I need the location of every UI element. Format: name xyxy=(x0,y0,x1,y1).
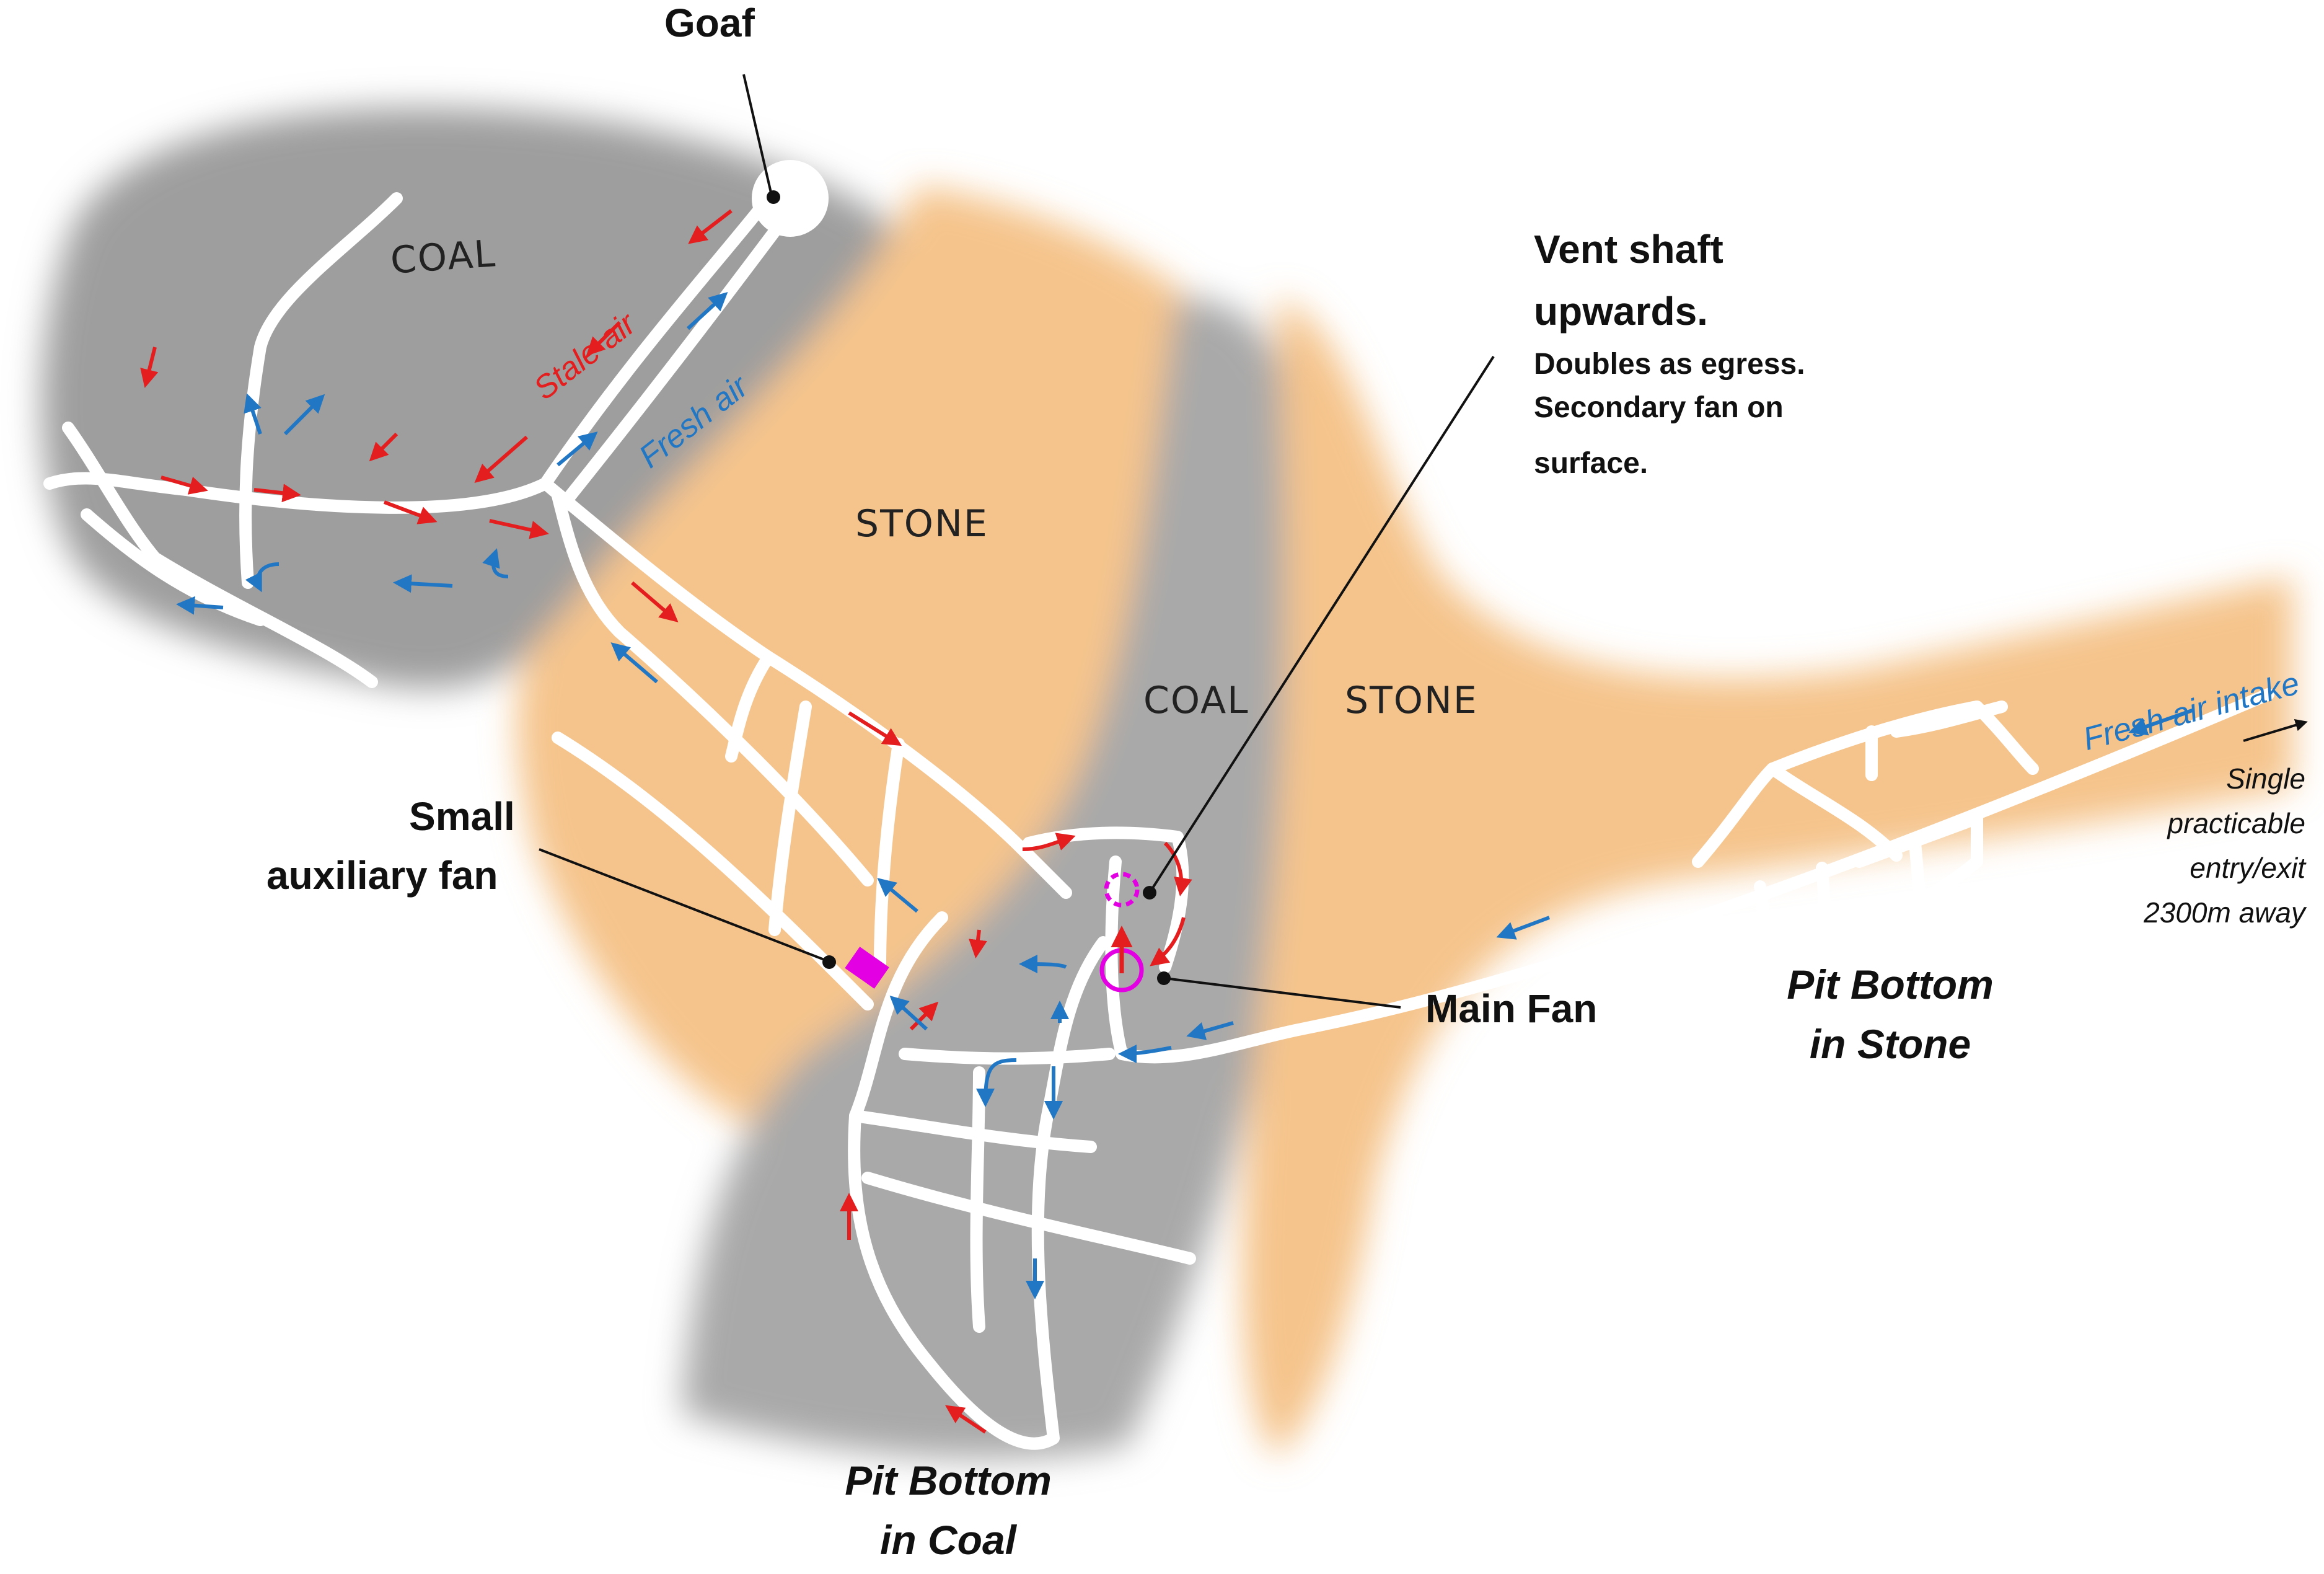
auxiliary-fan-icon xyxy=(845,947,889,989)
vent-dot xyxy=(1143,886,1156,900)
stale-arrow xyxy=(848,711,902,746)
stale-arrow xyxy=(909,1001,939,1031)
main-fan-dot xyxy=(1157,971,1171,985)
entry-line-1: Single xyxy=(2226,763,2305,795)
fresh-air-arrows xyxy=(176,291,2194,1299)
stale-arrow xyxy=(688,209,733,244)
entry-line-2: practicable xyxy=(2167,807,2305,839)
leader-lines xyxy=(539,74,2308,1009)
fresh-arrow xyxy=(482,548,509,578)
fresh-arrow xyxy=(686,291,728,330)
coal-middle-label: COAL xyxy=(1143,679,1249,722)
stale-arrow xyxy=(1022,833,1076,851)
fresh-arrow xyxy=(393,574,453,593)
fans xyxy=(845,872,1144,993)
main-fan-leader xyxy=(1164,977,1401,1009)
vent-leader xyxy=(1148,355,1495,894)
vent-shaft-note-2: Secondary fan on xyxy=(1534,391,1784,424)
fresh-arrow xyxy=(1186,1021,1234,1040)
coal-region-northwest xyxy=(42,107,917,688)
stale-arrow xyxy=(1163,841,1192,896)
entry-line-3: entry/exit xyxy=(2190,852,2305,884)
vent-shaft-title-2: upwards. xyxy=(1534,289,1708,334)
stale-arrow xyxy=(140,347,159,388)
stale-arrow xyxy=(1150,917,1186,966)
goaf-chamber xyxy=(752,160,829,237)
stale-arrow xyxy=(945,1405,987,1434)
entry-exit-note: Single practicable entry/exit 2300m away xyxy=(2107,756,2305,935)
stone-east-label: STONE xyxy=(1345,679,1478,722)
stale-air-arrows xyxy=(140,209,1192,1434)
fresh-arrow xyxy=(2128,708,2194,736)
fresh-arrow xyxy=(877,878,918,913)
aux-fan-leader xyxy=(539,848,828,962)
exit-arrow xyxy=(2243,719,2308,742)
rock-strata xyxy=(42,107,2293,1459)
pit-coal-line-2: in Coal xyxy=(879,1517,1016,1563)
stale-arrow xyxy=(369,432,398,462)
aux-fan-label-1: Small xyxy=(409,794,515,839)
fresh-arrow xyxy=(1118,1044,1172,1063)
aux-fan-dot xyxy=(822,955,836,969)
coal-northwest-label: COAL xyxy=(389,232,498,283)
goaf-leader xyxy=(742,74,773,196)
fresh-arrow xyxy=(1496,916,1551,940)
fresh-arrow xyxy=(245,562,279,593)
vent-shaft-title-1: Vent shaft xyxy=(1534,227,1723,272)
pit-bottom-coal-label: Pit Bottom in Coal xyxy=(806,1451,1091,1570)
stale-arrow xyxy=(969,929,987,958)
coal-region-middle xyxy=(682,298,1298,1459)
goaf-dot xyxy=(767,190,780,204)
stone-center-label: STONE xyxy=(855,502,988,546)
stale-arrow xyxy=(383,500,438,524)
fresh-arrow xyxy=(244,393,262,435)
fresh-arrow xyxy=(1019,955,1067,974)
stale-arrow xyxy=(631,581,679,622)
vent-shaft-icon xyxy=(1104,872,1140,908)
pit-coal-line-1: Pit Bottom xyxy=(845,1457,1052,1503)
stale-arrow xyxy=(161,475,208,495)
vent-shaft-note-3: surface. xyxy=(1534,447,1648,480)
fresh-arrow xyxy=(557,431,598,467)
fresh-arrow xyxy=(976,1058,1017,1107)
pit-stone-line-1: Pit Bottom xyxy=(1787,962,1994,1007)
aux-fan-label-2: auxiliary fan xyxy=(266,853,498,898)
fresh-arrow xyxy=(176,596,224,615)
stone-region-center xyxy=(516,186,1217,1128)
stone-region-east xyxy=(1243,298,2293,1457)
pit-bottom-stone-label: Pit Bottom in Stone xyxy=(1748,955,2033,1074)
vent-shaft-note-1: Doubles as egress. xyxy=(1534,348,1805,381)
pit-stone-line-2: in Stone xyxy=(1809,1021,1971,1067)
stale-arrow xyxy=(253,484,301,503)
fresh-arrow xyxy=(283,394,325,436)
stale-arrow xyxy=(489,519,549,539)
stale-arrow xyxy=(586,321,622,356)
fresh-arrow xyxy=(889,995,928,1031)
stale-arrow xyxy=(474,435,528,483)
main-fan-label: Main Fan xyxy=(1425,986,1598,1031)
entry-line-4: 2300m away xyxy=(2144,896,2305,929)
goaf-label: Goaf xyxy=(664,1,755,45)
fresh-arrow xyxy=(610,642,658,684)
